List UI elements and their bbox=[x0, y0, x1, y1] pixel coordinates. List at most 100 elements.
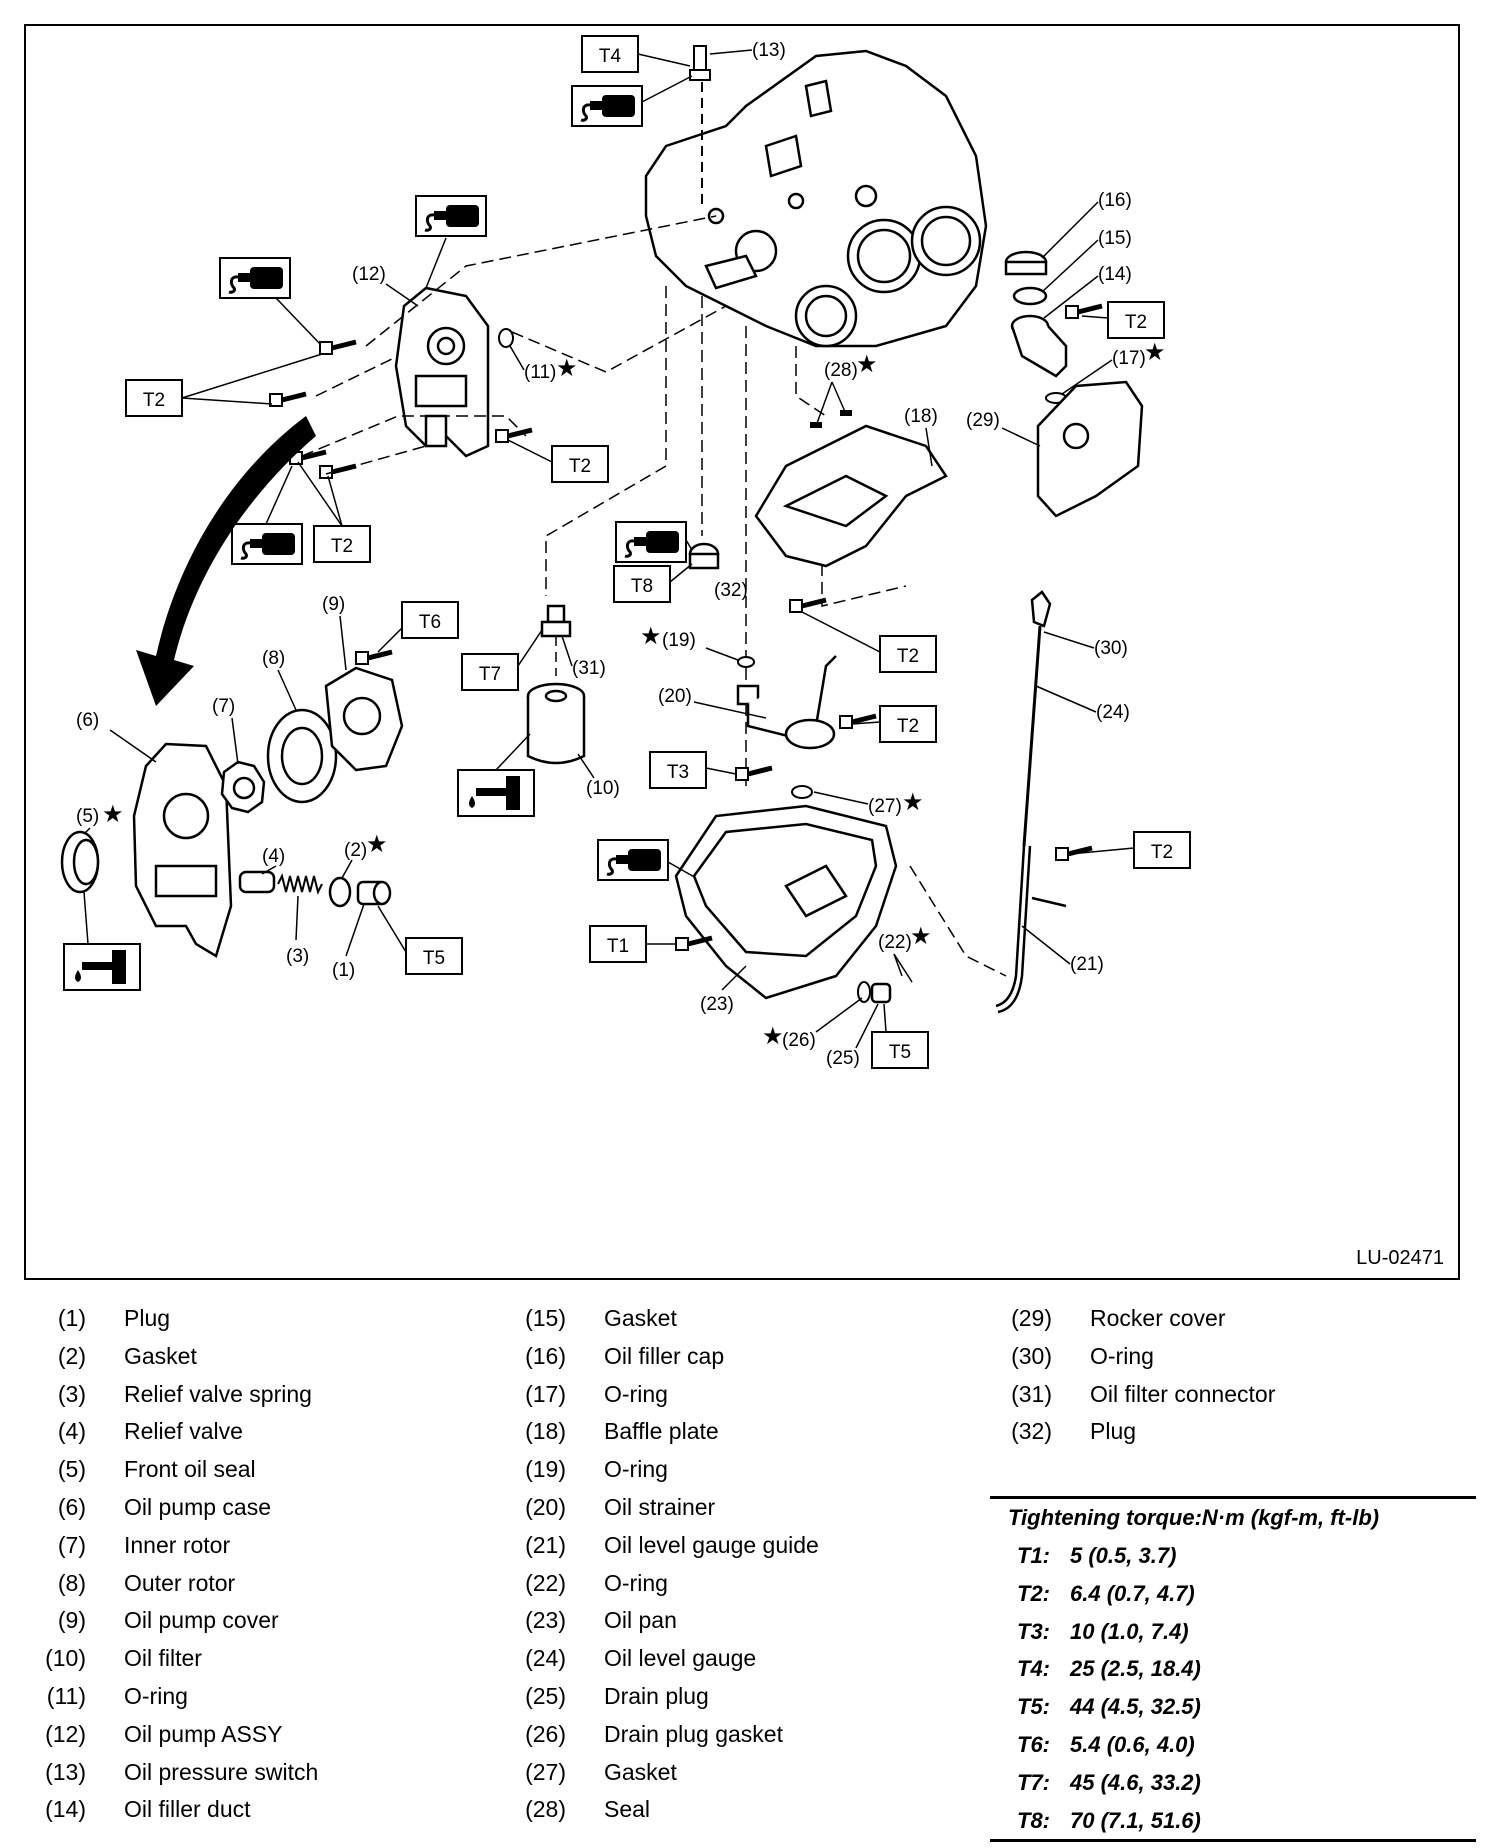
bolt-icon bbox=[320, 342, 356, 354]
legend-item-name: Gasket bbox=[604, 1758, 677, 1785]
engine-block bbox=[644, 49, 988, 348]
legend-item-number: (5) bbox=[57, 1456, 86, 1483]
legend-item-number: (4) bbox=[57, 1418, 86, 1445]
bolt-icon bbox=[496, 430, 532, 442]
legend-item: (12)Oil pump ASSY bbox=[20, 1716, 318, 1754]
o-ring-11 bbox=[498, 328, 514, 348]
legend-item-name: Outer rotor bbox=[124, 1569, 236, 1596]
legend-item-name: Oil filler cap bbox=[604, 1342, 725, 1369]
legend-item-name: Oil filter bbox=[124, 1645, 202, 1672]
dashed-guide-lines bbox=[301, 215, 1007, 977]
torque-row: T4:25 (2.5, 18.4) bbox=[990, 1650, 1476, 1688]
legend-column-3: (29)Rocker cover(30)O-ring(31)Oil filter… bbox=[986, 1300, 1275, 1451]
torque-box-t2-a: T2 bbox=[125, 353, 323, 417]
legend-item-number: (32) bbox=[1011, 1418, 1052, 1445]
callout-32: (32) bbox=[714, 580, 748, 601]
callout-3: (3) bbox=[286, 946, 309, 967]
bolt-icon bbox=[736, 768, 772, 780]
replace-star: ★ bbox=[762, 1023, 784, 1050]
torque-code: T1: bbox=[1017, 1543, 1050, 1568]
callout-4: (4) bbox=[262, 846, 285, 867]
svg-text:T2: T2 bbox=[143, 390, 165, 411]
callout-13: (13) bbox=[752, 40, 786, 61]
torque-value: 45 (4.6, 33.2) bbox=[1070, 1769, 1201, 1795]
replace-star: ★ bbox=[556, 355, 578, 382]
legend-item-name: Oil pump case bbox=[124, 1493, 272, 1520]
legend-item-number: (26) bbox=[525, 1720, 566, 1747]
callout-1: (1) bbox=[332, 960, 355, 981]
baffle-plate bbox=[754, 424, 948, 568]
oil-pan bbox=[674, 804, 898, 1000]
replace-star: ★ bbox=[856, 351, 878, 378]
svg-text:T5: T5 bbox=[889, 1042, 911, 1063]
legend-item-number: (23) bbox=[525, 1607, 566, 1634]
legend-item: (21)Oil level gauge guide bbox=[500, 1527, 819, 1565]
oil-level-gauge bbox=[1022, 590, 1052, 847]
oil-pump-case bbox=[132, 742, 233, 958]
table-top-rule bbox=[990, 1496, 1476, 1499]
legend-item-name: Relief valve spring bbox=[124, 1380, 312, 1407]
callout-28: (28) bbox=[824, 360, 858, 381]
bolt-icon bbox=[676, 938, 712, 950]
table-bottom-rule bbox=[990, 1839, 1476, 1843]
sealant-icon bbox=[230, 522, 304, 566]
legend-item-number: (30) bbox=[1011, 1342, 1052, 1369]
callout-23: (23) bbox=[700, 994, 734, 1015]
gasket-27 bbox=[791, 785, 813, 799]
legend-item: (18)Baffle plate bbox=[500, 1413, 819, 1451]
legend-item: (25)Drain plug bbox=[500, 1678, 819, 1716]
legend-item-number: (31) bbox=[1011, 1380, 1052, 1407]
legend-item-name: Drain plug bbox=[604, 1682, 709, 1709]
legend-item: (13)Oil pressure switch bbox=[20, 1754, 318, 1792]
svg-text:T2: T2 bbox=[897, 716, 919, 737]
legend-item-name: Front oil seal bbox=[124, 1456, 256, 1483]
legend-item: (28)Seal bbox=[500, 1791, 819, 1829]
torque-row: T7:45 (4.6, 33.2) bbox=[990, 1764, 1476, 1802]
torque-row: T6:5.4 (0.6, 4.0) bbox=[990, 1726, 1476, 1764]
callout-31: (31) bbox=[572, 658, 606, 679]
svg-text:T2: T2 bbox=[1151, 842, 1173, 863]
legend-item: (5) Front oil seal bbox=[20, 1451, 318, 1489]
legend-item-number: (11) bbox=[46, 1682, 86, 1709]
legend-item-number: (15) bbox=[525, 1305, 566, 1331]
bolt-icon bbox=[270, 394, 306, 406]
oil-pump-cover bbox=[324, 666, 404, 772]
torque-box-t2-c: T2 bbox=[297, 461, 371, 563]
legend-item-name: Oil pan bbox=[604, 1607, 677, 1634]
legend-item: (27)Gasket bbox=[500, 1754, 819, 1792]
sealant-icon bbox=[218, 256, 292, 300]
parts-legend: (1)Plug(2)Gasket(3)Relief valve spring(4… bbox=[0, 1300, 1504, 1840]
legend-item: (23) Oil pan bbox=[500, 1602, 819, 1640]
legend-item-number: (24) bbox=[525, 1645, 566, 1672]
torque-table: Tightening torque:N·m (kgf-m, ft-lb) T1:… bbox=[990, 1496, 1476, 1843]
legend-column-1: (1)Plug(2)Gasket(3)Relief valve spring(4… bbox=[20, 1300, 318, 1829]
oil-icon bbox=[63, 943, 141, 991]
legend-item: (17)O-ring bbox=[500, 1376, 819, 1414]
legend-item: (6)Oil pump case bbox=[20, 1489, 318, 1527]
legend-item-number: (2) bbox=[57, 1342, 86, 1369]
torque-box-t6: T6 bbox=[377, 601, 459, 653]
callout-24: (24) bbox=[1096, 702, 1130, 723]
torque-row: T3:10 (1.0, 7.4) bbox=[990, 1613, 1476, 1651]
callout-22: (22) bbox=[878, 932, 912, 953]
torque-code: T4: bbox=[1017, 1656, 1050, 1682]
callout-6: (6) bbox=[76, 710, 99, 731]
legend-item-name: O-ring bbox=[604, 1380, 668, 1407]
callout-7: (7) bbox=[212, 696, 235, 717]
drain-plug bbox=[870, 982, 892, 1004]
bolt-icon bbox=[790, 600, 826, 612]
legend-item-number: (8) bbox=[57, 1569, 86, 1596]
legend-item-name: O-ring bbox=[604, 1456, 668, 1483]
replace-star: ★ bbox=[102, 801, 124, 828]
torque-row: T1:5 (0.5, 3.7) bbox=[990, 1537, 1476, 1575]
svg-text:T3: T3 bbox=[667, 762, 689, 783]
torque-box-t7: T7 bbox=[461, 629, 543, 691]
plug-1 bbox=[356, 880, 392, 906]
plug-32 bbox=[688, 542, 720, 570]
legend-item-name: Baffle plate bbox=[604, 1418, 719, 1445]
torque-value: 6.4 (0.7, 4.7) bbox=[1070, 1580, 1195, 1606]
front-oil-seal bbox=[60, 830, 100, 894]
legend-item-name: O-ring bbox=[124, 1682, 188, 1709]
oil-level-gauge-guide bbox=[995, 845, 1067, 1014]
replace-star: ★ bbox=[640, 623, 662, 650]
